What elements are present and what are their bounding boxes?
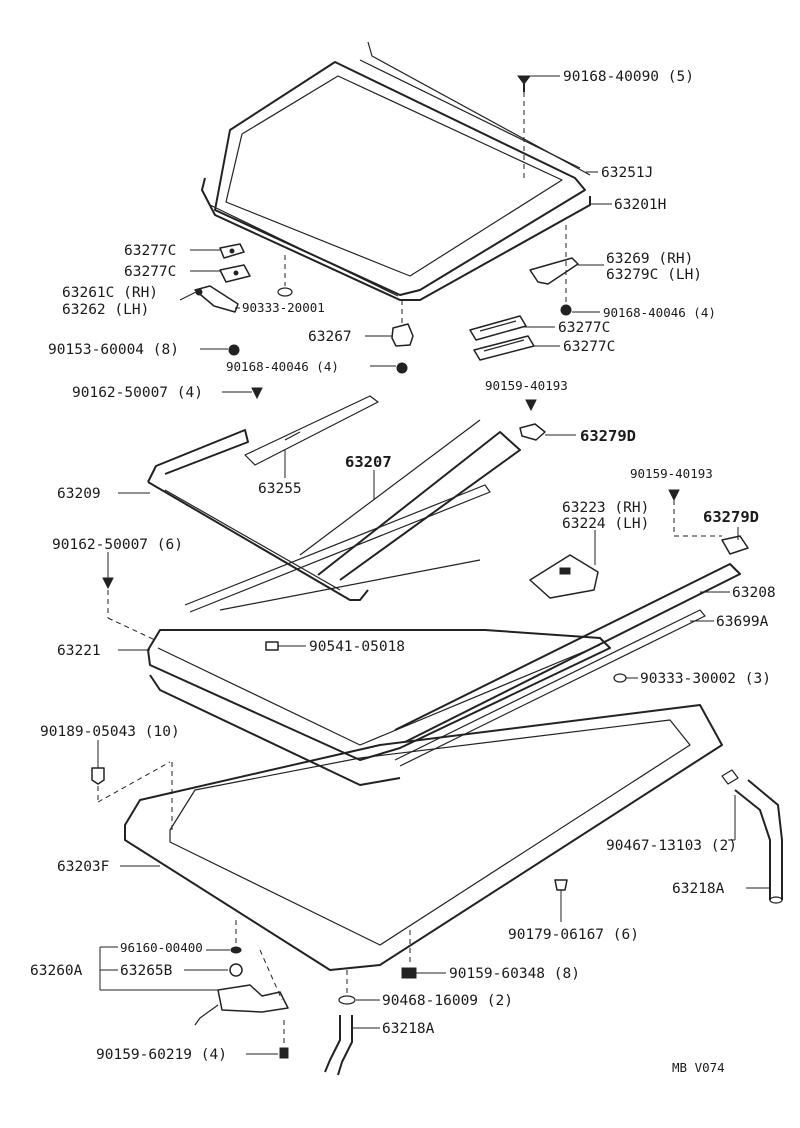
- screw-90168-40090[interactable]: [517, 75, 531, 92]
- label-90467-13103: 90467-13103 (2): [606, 838, 737, 854]
- leader-lines: [97, 75, 770, 1055]
- label-90162-50007-a: 90162-50007 (4): [72, 385, 203, 401]
- label-63203F: 63203F: [57, 859, 109, 875]
- label-63224: 63224 (LH): [562, 516, 649, 532]
- clamp-90468-16009[interactable]: [338, 995, 356, 1005]
- rail-lower-63207[interactable]: [184, 484, 491, 613]
- bracket-63269[interactable]: [529, 257, 579, 285]
- label-63201H: 63201H: [614, 197, 666, 213]
- guide-63261C[interactable]: [194, 285, 239, 313]
- label-63265B: 63265B: [120, 963, 173, 979]
- label-90333-20001: 90333-20001: [242, 300, 325, 315]
- plate-63277C-c[interactable]: [469, 315, 527, 341]
- label-90159-40193-b: 90159-40193: [630, 466, 713, 481]
- label-90168-40090: 90168-40090 (5): [563, 69, 694, 85]
- label-63260A: 63260A: [30, 963, 83, 979]
- label-63221: 63221: [57, 643, 101, 659]
- label-90468-16009: 90468-16009 (2): [382, 993, 513, 1009]
- weatherstrip-63699A[interactable]: [394, 609, 706, 767]
- glass-panel-63251J[interactable]: [214, 41, 591, 296]
- bolt-90541-05018[interactable]: [265, 641, 279, 651]
- label-90179-06167: 90179-06167 (6): [508, 927, 639, 943]
- drive-cable-63255[interactable]: [244, 395, 379, 466]
- label-63209: 63209: [57, 486, 101, 502]
- screw-90159-60219[interactable]: [279, 1047, 289, 1059]
- label-63279D-a: 63279D: [580, 427, 636, 445]
- label-63208: 63208: [732, 585, 776, 601]
- drain-hose-63218A-b[interactable]: [324, 1015, 353, 1076]
- label-90162-50007-b: 90162-50007 (6): [52, 537, 183, 553]
- rail-63207[interactable]: [299, 419, 521, 581]
- bracket-63277C-a[interactable]: [219, 243, 245, 259]
- screw-90159-40193-b[interactable]: [668, 489, 680, 502]
- label-63218A-r: 63218A: [672, 881, 725, 897]
- label-90333-30002: 90333-30002 (3): [640, 671, 771, 687]
- label-63699A: 63699A: [716, 614, 769, 630]
- label-63269: 63269 (RH): [606, 251, 693, 267]
- screw-90159-40193-a[interactable]: [525, 399, 537, 412]
- bracket-63223[interactable]: [529, 554, 599, 599]
- label-63261C: 63261C (RH): [62, 285, 158, 301]
- part-labels: 90168-40090 (5) 63251J 63201H 63277C 632…: [30, 69, 776, 1075]
- pad-90333-30002[interactable]: [613, 673, 627, 683]
- clip-63279D-b[interactable]: [721, 535, 749, 555]
- label-90159-40193-a: 90159-40193: [485, 378, 568, 393]
- pad-90333-20001[interactable]: [277, 287, 293, 297]
- label-63279D-b: 63279D: [703, 508, 759, 526]
- glass-seal-63201H[interactable]: [201, 177, 591, 301]
- bolt-90153-60004[interactable]: [228, 344, 240, 356]
- gear-63265B[interactable]: [229, 963, 243, 977]
- label-63223: 63223 (RH): [562, 500, 649, 516]
- track-63208[interactable]: [394, 563, 741, 743]
- clip-90189-05043[interactable]: [91, 767, 105, 785]
- frame-63209[interactable]: [147, 429, 369, 601]
- label-90541-05018: 90541-05018: [309, 639, 405, 655]
- frame-63221[interactable]: [147, 629, 611, 786]
- label-63277C-c: 63277C: [558, 320, 610, 336]
- label-90168-40046-r: 90168-40046 (4): [603, 305, 716, 320]
- label-63207: 63207: [345, 453, 392, 471]
- clip-90179-06167[interactable]: [554, 879, 568, 891]
- plate-63277C-d[interactable]: [473, 335, 535, 361]
- bolt-90168-40046-c[interactable]: [396, 362, 408, 374]
- label-63267: 63267: [308, 329, 352, 345]
- grommet-90467-13103[interactable]: [721, 769, 739, 785]
- footer-code: MB V074: [672, 1060, 725, 1075]
- bolt-90168-40046-r[interactable]: [560, 304, 572, 316]
- washer-96160-00400[interactable]: [230, 946, 242, 954]
- clip-63279D-a[interactable]: [519, 423, 546, 441]
- label-96160-00400: 96160-00400: [120, 940, 203, 955]
- block-63267[interactable]: [391, 323, 414, 347]
- label-90159-60219: 90159-60219 (4): [96, 1047, 227, 1063]
- label-90189-05043: 90189-05043 (10): [40, 724, 180, 740]
- housing-63203F[interactable]: [124, 704, 723, 971]
- bracket-63277C-b[interactable]: [219, 264, 251, 283]
- label-63277C-b: 63277C: [124, 264, 176, 280]
- alignment-lines: [97, 92, 722, 1046]
- bolt-90159-60348[interactable]: [401, 967, 417, 979]
- label-63279C: 63279C (LH): [606, 267, 702, 283]
- label-63277C-a: 63277C: [124, 243, 176, 259]
- label-63255: 63255: [258, 481, 302, 497]
- label-90153-60004: 90153-60004 (8): [48, 342, 179, 358]
- label-63251J: 63251J: [601, 165, 653, 181]
- label-90159-60348: 90159-60348 (8): [449, 966, 580, 982]
- motor-63260A[interactable]: [194, 984, 289, 1026]
- drain-hose-63218A-r[interactable]: [734, 779, 783, 904]
- label-63218A-b: 63218A: [382, 1021, 435, 1037]
- label-63277C-d: 63277C: [563, 339, 615, 355]
- screw-90162-50007-b[interactable]: [102, 577, 114, 590]
- label-90168-40046-c: 90168-40046 (4): [226, 359, 339, 374]
- screw-90162-50007-a[interactable]: [251, 387, 263, 400]
- label-63262: 63262 (LH): [62, 302, 149, 318]
